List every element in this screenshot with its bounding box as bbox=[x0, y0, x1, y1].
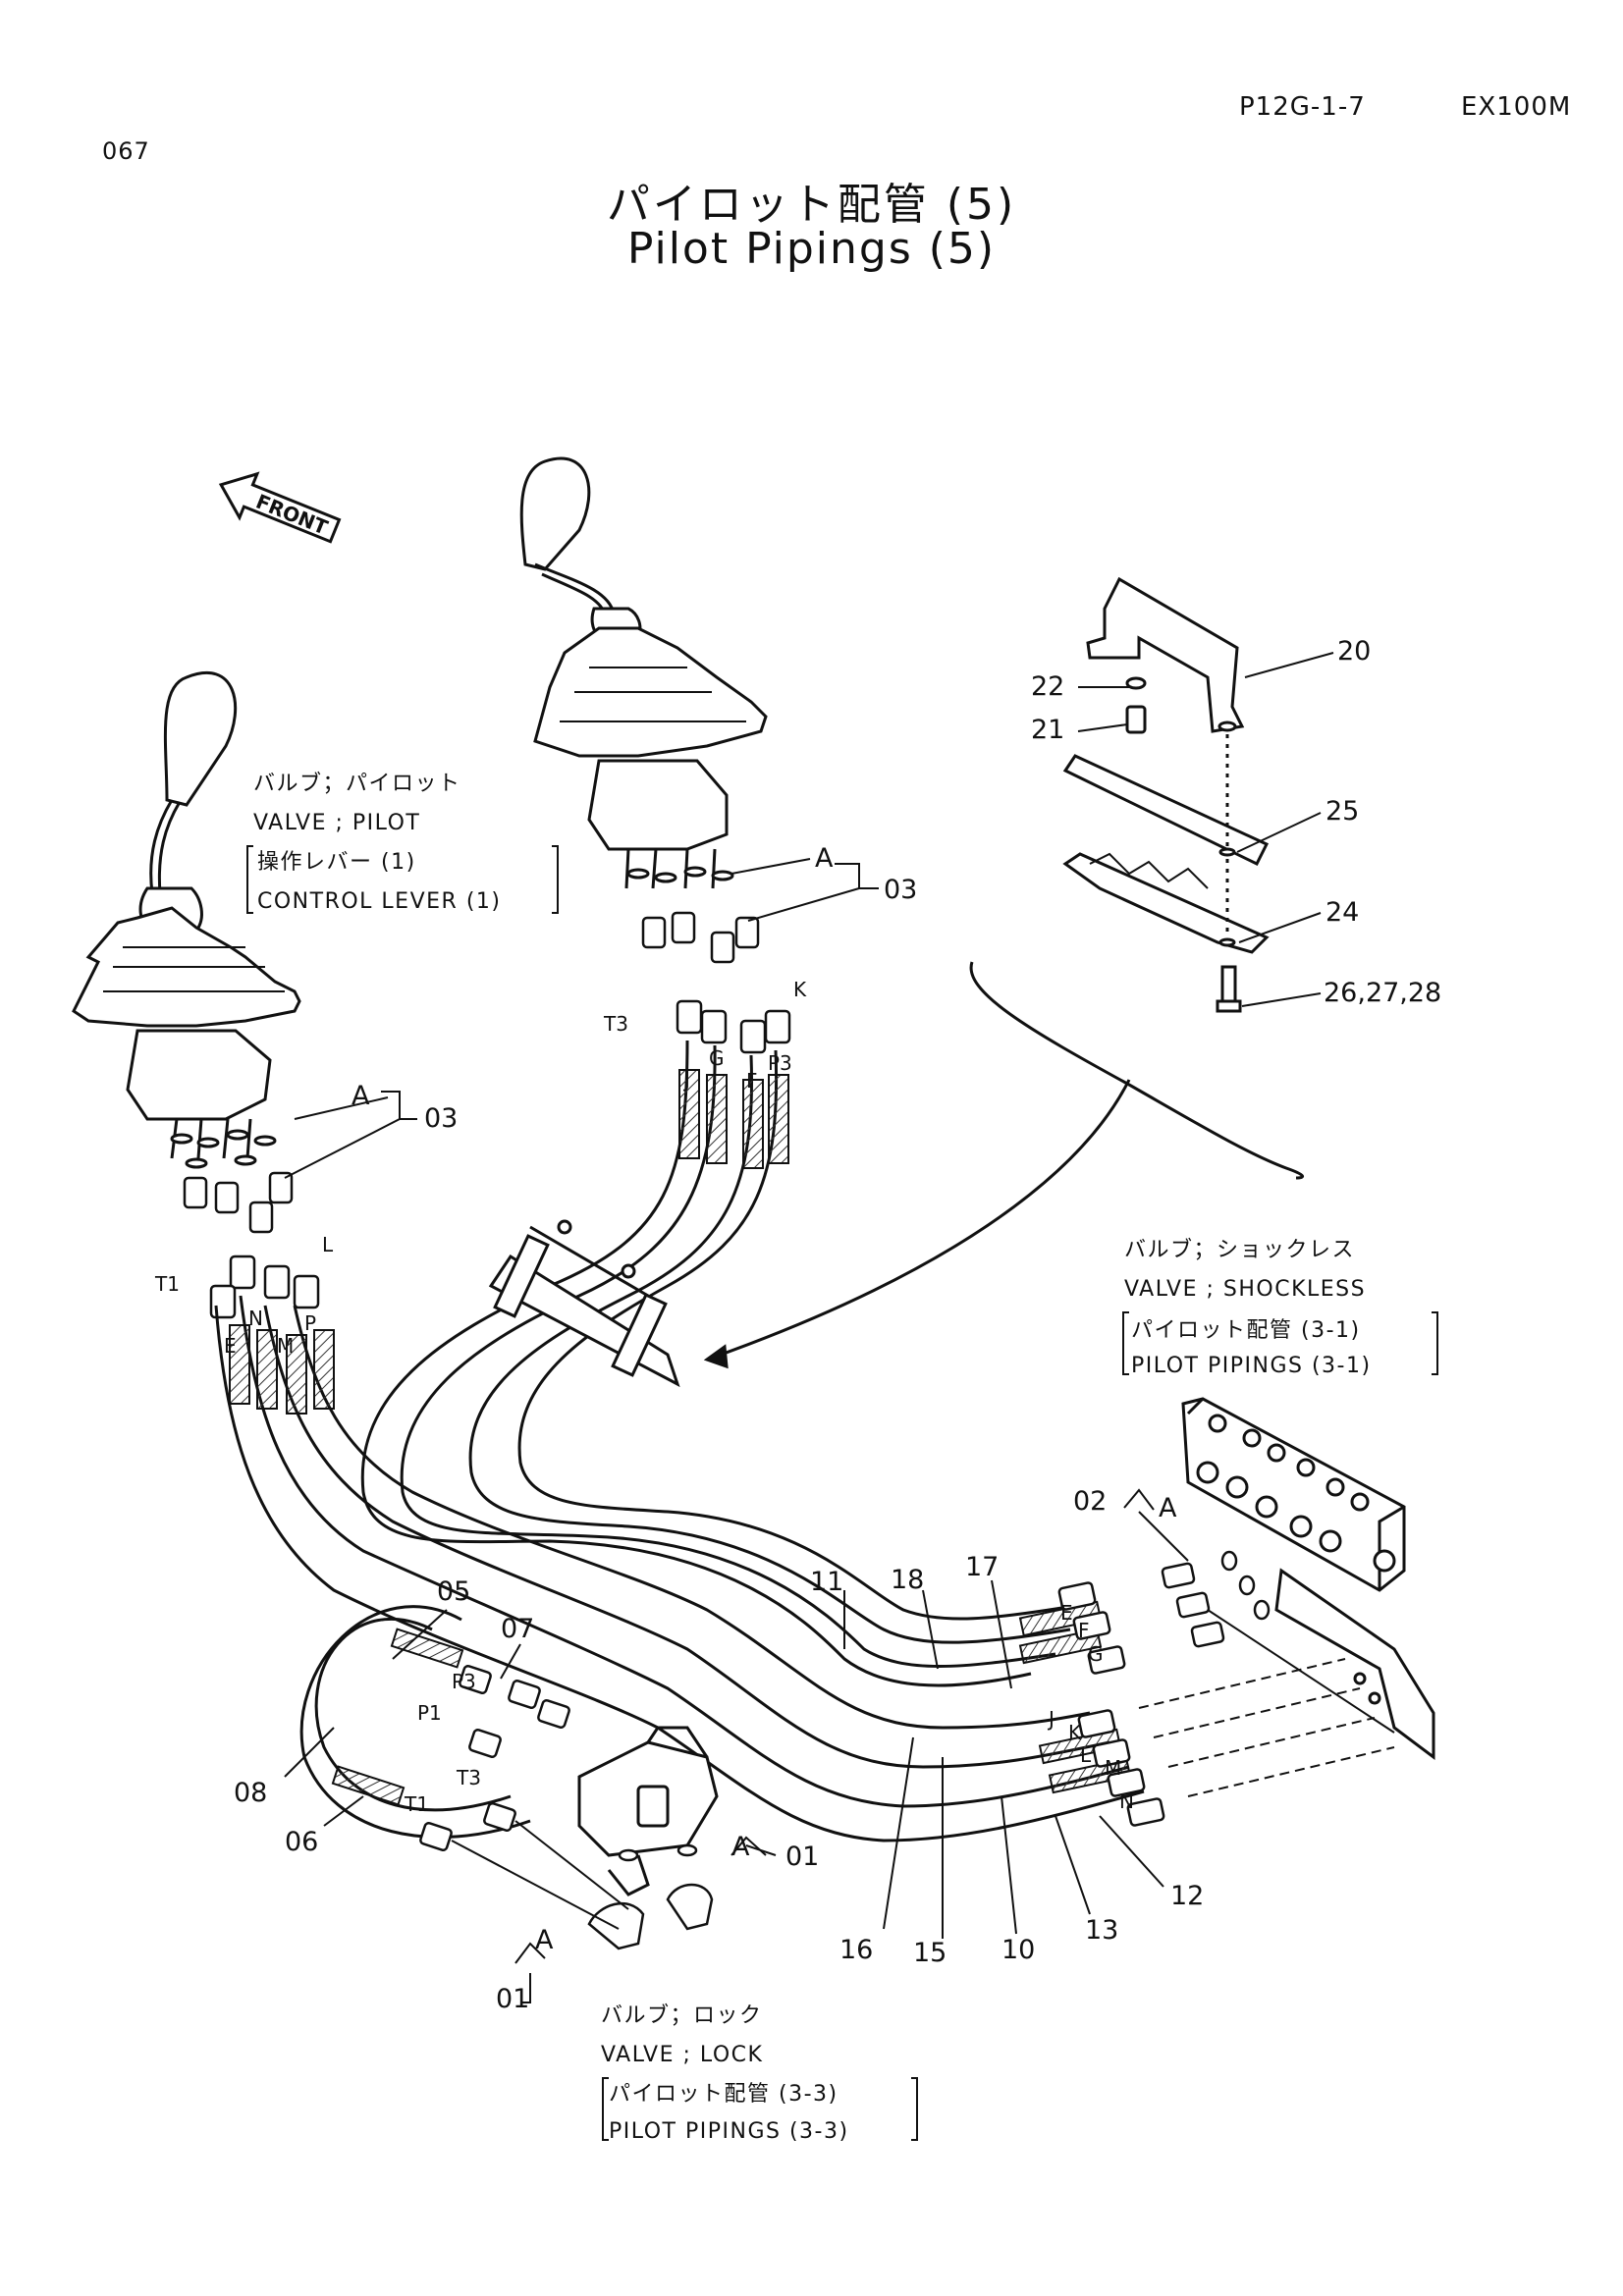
callout-15: 15 bbox=[913, 1938, 947, 1968]
note-lock-en-name: VALVE ; LOCK bbox=[601, 2043, 763, 2067]
note-shockless-valve: バルブ；ショックレス VALVE ; SHOCKLESS パイロット配管 (3-… bbox=[1124, 1238, 1372, 1378]
page-code: P12G-1-7 bbox=[1239, 92, 1366, 122]
model-name: EX100M bbox=[1461, 92, 1572, 122]
callout-20: 20 bbox=[1337, 636, 1371, 667]
port-l-left-lever: L bbox=[322, 1233, 334, 1256]
hose-clamp bbox=[488, 1219, 680, 1388]
port-t1-left-lever: T1 bbox=[154, 1272, 180, 1296]
lock-valve bbox=[577, 1726, 719, 1896]
lever-fittings bbox=[183, 911, 791, 1319]
note-pilot-valve: バルブ；パイロット VALVE ; PILOT 操作レバー (1) CONTRO… bbox=[253, 772, 501, 914]
port-j-shockless: J bbox=[1047, 1707, 1055, 1731]
callout-21: 21 bbox=[1031, 715, 1064, 745]
port-p-left-lever: P bbox=[304, 1311, 316, 1335]
shockless-fittings bbox=[1057, 1550, 1271, 1827]
note-shockless-en-ref: PILOT PIPINGS (3-1) bbox=[1131, 1354, 1372, 1378]
callout-13: 13 bbox=[1085, 1915, 1118, 1946]
callout-18: 18 bbox=[891, 1565, 924, 1595]
note-lock-valve: バルブ；ロック VALVE ; LOCK パイロット配管 (3-3) PILOT… bbox=[601, 2003, 849, 2144]
callout-a-left-lever: A bbox=[352, 1081, 370, 1111]
port-t3-right-lever: T3 bbox=[603, 1012, 628, 1036]
callout-24: 24 bbox=[1325, 897, 1359, 928]
port-k-right-lever: K bbox=[793, 978, 807, 1001]
note-pilot-jp-name: バルブ；パイロット bbox=[253, 772, 461, 796]
callout-25: 25 bbox=[1325, 796, 1359, 827]
callout-16: 16 bbox=[839, 1935, 873, 1965]
port-m-left-lever: M bbox=[277, 1334, 294, 1358]
note-pilot-jp-ref: 操作レバー (1) bbox=[257, 850, 416, 875]
callout-03-left-lever: 03 bbox=[424, 1103, 458, 1134]
callout-a-right-lever: A bbox=[815, 843, 834, 874]
port-letter-labels: T3 J G F P3 K T1 E N M P L E F G J K L M… bbox=[154, 978, 1134, 1816]
note-lock-en-ref: PILOT PIPINGS (3-3) bbox=[609, 2119, 849, 2144]
shockless-leader-lines bbox=[1138, 1609, 1395, 1797]
port-t3-lock: T3 bbox=[456, 1766, 481, 1789]
callout-02: 02 bbox=[1073, 1486, 1107, 1517]
shockless-valve-block bbox=[1181, 1397, 1435, 1760]
hose-bundle bbox=[214, 1040, 1145, 1842]
port-e-shockless: E bbox=[1060, 1601, 1073, 1625]
port-k-shockless: K bbox=[1068, 1721, 1082, 1744]
port-p3-lock: P3 bbox=[452, 1670, 476, 1693]
callout-01-lock-left: 01 bbox=[496, 1984, 529, 2014]
port-m-shockless: M bbox=[1105, 1756, 1121, 1780]
port-g-shockless: G bbox=[1088, 1642, 1104, 1666]
note-lock-jp-name: バルブ；ロック bbox=[601, 2003, 763, 2028]
bracket-detail bbox=[1062, 576, 1270, 1013]
port-j-right-lever: J bbox=[682, 1068, 690, 1092]
port-e-left-lever: E bbox=[224, 1334, 237, 1358]
callout-22: 22 bbox=[1031, 671, 1064, 702]
port-p1-lock: P1 bbox=[417, 1701, 442, 1725]
lock-leader-lines bbox=[451, 1820, 629, 1930]
port-f-shockless: F bbox=[1078, 1619, 1090, 1642]
front-arrow-label: FRONT bbox=[252, 490, 331, 540]
callout-05: 05 bbox=[437, 1576, 470, 1607]
callout-08: 08 bbox=[234, 1778, 267, 1808]
title-japanese: パイロット配管 (5) bbox=[606, 180, 1017, 230]
port-n-left-lever: N bbox=[248, 1307, 263, 1330]
callout-a-shockless: A bbox=[1159, 1493, 1177, 1523]
right-control-lever bbox=[519, 456, 768, 889]
callout-10: 10 bbox=[1001, 1935, 1035, 1965]
port-f-right-lever: F bbox=[746, 1069, 758, 1093]
hose-sleeves bbox=[229, 1069, 1132, 1806]
callout-26-27-28: 26,27,28 bbox=[1324, 978, 1441, 1008]
lock-valve-fittings bbox=[419, 1665, 714, 1950]
port-g-right-lever: G bbox=[709, 1046, 725, 1070]
callout-12: 12 bbox=[1170, 1881, 1204, 1911]
note-shockless-en-name: VALVE ; SHOCKLESS bbox=[1124, 1277, 1366, 1302]
front-arrow-icon: FRONT bbox=[218, 471, 342, 544]
callout-07: 07 bbox=[501, 1614, 534, 1644]
title-english: Pilot Pipings (5) bbox=[626, 224, 997, 274]
note-shockless-jp-name: バルブ；ショックレス bbox=[1124, 1238, 1355, 1262]
callout-01-lock-right: 01 bbox=[785, 1842, 819, 1872]
page-number: 067 bbox=[102, 137, 150, 165]
callout-17: 17 bbox=[965, 1552, 999, 1582]
callout-11: 11 bbox=[810, 1567, 843, 1597]
note-brackets bbox=[246, 845, 1438, 2141]
port-t1-lock: T1 bbox=[404, 1792, 429, 1816]
port-n-shockless: N bbox=[1119, 1789, 1134, 1813]
callout-leaders bbox=[284, 652, 1334, 2003]
callout-03-right-lever: 03 bbox=[884, 875, 917, 905]
callout-06: 06 bbox=[285, 1827, 318, 1857]
port-p3-right-lever: P3 bbox=[768, 1051, 792, 1075]
callout-labels: 20 22 21 25 24 26,27,28 A 03 A 03 02 A 1… bbox=[234, 636, 1441, 2014]
note-pilot-en-name: VALVE ; PILOT bbox=[253, 811, 420, 835]
callout-a-lock-left: A bbox=[535, 1925, 554, 1955]
note-pilot-en-ref: CONTROL LEVER (1) bbox=[257, 889, 501, 914]
note-lock-jp-ref: パイロット配管 (3-3) bbox=[609, 2082, 839, 2107]
left-control-lever bbox=[72, 670, 301, 1169]
port-l-shockless: L bbox=[1080, 1743, 1092, 1767]
detail-arrow bbox=[703, 961, 1305, 1369]
note-shockless-jp-ref: パイロット配管 (3-1) bbox=[1131, 1318, 1361, 1343]
callout-a-lock-right: A bbox=[731, 1832, 750, 1862]
